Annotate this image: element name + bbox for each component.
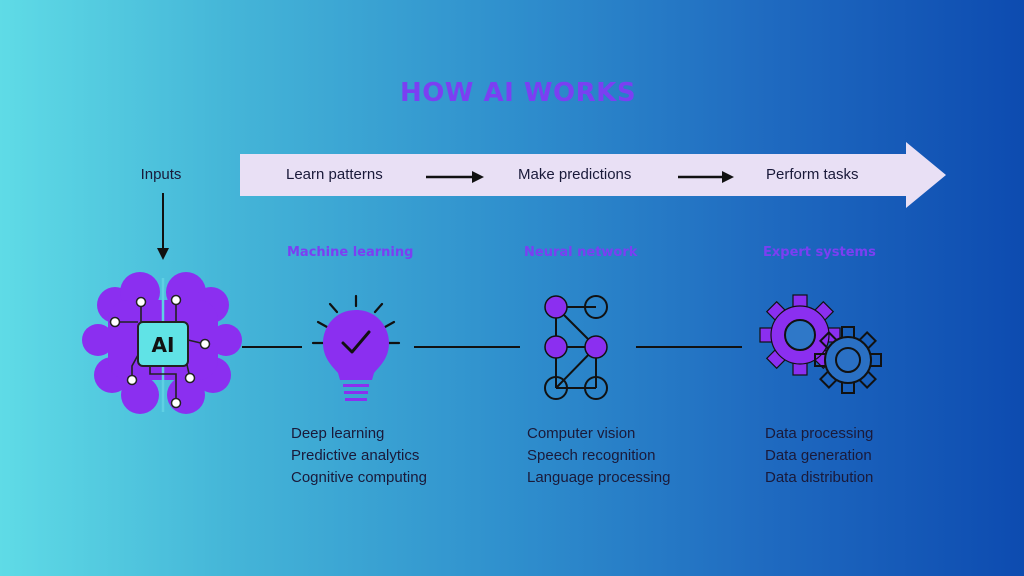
step-perform-tasks: Perform tasks (766, 166, 859, 183)
list-item: Language processing (527, 469, 671, 486)
large-gear-icon (759, 294, 841, 376)
step-learn-patterns: Learn patterns (286, 166, 383, 183)
list-item: Computer vision (527, 425, 636, 442)
brain-icon: AI (82, 272, 242, 414)
list-item: Cognitive computing (291, 469, 427, 486)
machine-learning-list: Deep learning Predictive analytics Cogni… (291, 423, 427, 489)
lightbulb-icon (311, 294, 401, 401)
list-item: Data generation (765, 447, 872, 464)
neural-network-list: Computer vision Speech recognition Langu… (527, 423, 670, 489)
category-title-machine-learning: Machine learning (287, 245, 414, 260)
inputs-down-arrow (157, 193, 169, 260)
category-title-neural-network: Neural network (524, 245, 638, 260)
expert-systems-list: Data processing Data generation Data dis… (765, 423, 873, 489)
category-title-expert-systems: Expert systems (763, 245, 876, 260)
process-banner-arrow (240, 142, 946, 208)
diagram-title: HOW AI WORKS (399, 78, 637, 108)
step-arrow-2 (678, 171, 734, 183)
step-make-predictions: Make predictions (518, 166, 632, 183)
inputs-label: Inputs (140, 166, 182, 183)
list-item: Data distribution (765, 469, 874, 486)
list-item: Deep learning (291, 425, 385, 442)
list-item: Predictive analytics (291, 447, 420, 464)
list-item: Speech recognition (527, 447, 656, 464)
neural-network-icon (544, 295, 608, 400)
gears-icon (759, 294, 882, 394)
brain-chip-label: AI (152, 333, 175, 357)
list-item: Data processing (765, 425, 874, 442)
step-arrow-1 (426, 171, 484, 183)
small-gear-icon (814, 326, 882, 394)
